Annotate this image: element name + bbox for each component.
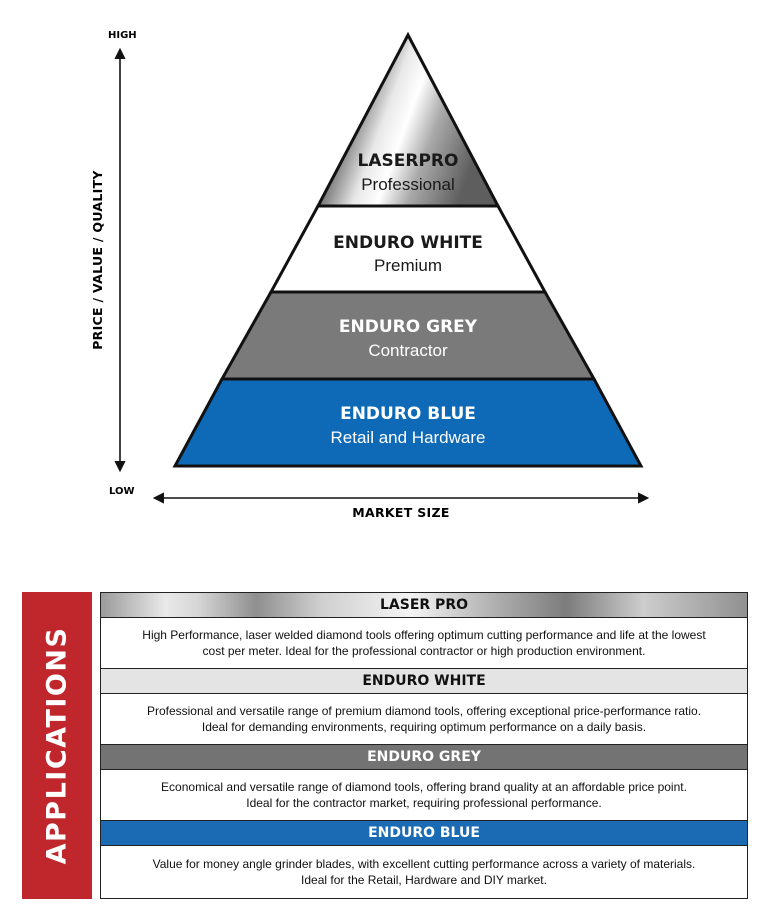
y-axis-high-label: HIGH bbox=[108, 30, 137, 41]
tier-enduro-white-title: ENDURO WHITE bbox=[333, 233, 483, 253]
tier-enduro-blue bbox=[172, 377, 644, 468]
tier-enduro-blue-title: ENDURO BLUE bbox=[340, 404, 476, 424]
tier-enduro-grey-subtitle: Contractor bbox=[368, 341, 448, 360]
laser-pro-header: LASER PRO bbox=[101, 593, 747, 618]
enduro-grey-description-line1: Economical and versatile range of diamon… bbox=[161, 780, 687, 794]
enduro-blue-description-line2: Ideal for the Retail, Hardware and DIY m… bbox=[301, 872, 547, 887]
tier-enduro-white-subtitle: Premium bbox=[374, 256, 442, 275]
tier-laserpro-subtitle: Professional bbox=[361, 175, 455, 194]
enduro-blue-description-line1: Value for money angle grinder blades, wi… bbox=[152, 856, 696, 871]
enduro-grey-description-line2: Ideal for the contractor market, requiri… bbox=[246, 796, 602, 810]
pyramid-diagram: HIGH LOW PRICE / VALUE / QUALITY MARKET … bbox=[90, 30, 650, 520]
enduro-blue-header: ENDURO BLUE bbox=[101, 821, 747, 846]
applications-label: APPLICATIONS bbox=[41, 626, 73, 865]
enduro-white-description-line1: Professional and versatile range of prem… bbox=[146, 704, 702, 718]
enduro-grey-description: Economical and versatile range of diamon… bbox=[101, 770, 747, 821]
laser-pro-description-line2: cost per meter. Ideal for the profession… bbox=[202, 644, 646, 658]
applications-table: LASER PRO High Performance, laser welded… bbox=[100, 592, 748, 899]
laser-pro-description-line1: High Performance, laser welded diamond t… bbox=[142, 628, 706, 642]
tier-enduro-blue-subtitle: Retail and Hardware bbox=[331, 428, 486, 447]
enduro-white-description-line2: Ideal for demanding environments, requir… bbox=[201, 720, 647, 734]
laser-pro-description: High Performance, laser welded diamond t… bbox=[101, 618, 747, 669]
y-axis-title: PRICE / VALUE / QUALITY bbox=[90, 170, 105, 350]
enduro-white-header: ENDURO WHITE bbox=[101, 669, 747, 694]
applications-tab: APPLICATIONS bbox=[22, 592, 92, 899]
tier-laserpro-title: LASERPRO bbox=[358, 151, 459, 171]
enduro-blue-description: Value for money angle grinder blades, wi… bbox=[101, 846, 747, 897]
enduro-grey-header: ENDURO GREY bbox=[101, 745, 747, 770]
y-axis-low-label: LOW bbox=[109, 486, 135, 497]
tier-enduro-grey-title: ENDURO GREY bbox=[339, 317, 478, 337]
enduro-white-description: Professional and versatile range of prem… bbox=[101, 694, 747, 745]
x-axis-title: MARKET SIZE bbox=[352, 505, 449, 520]
